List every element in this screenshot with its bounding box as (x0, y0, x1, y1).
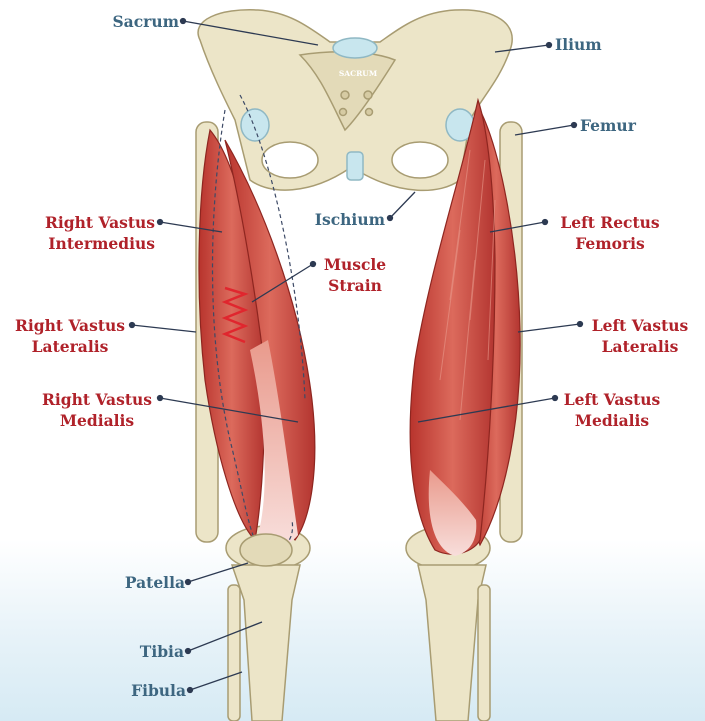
label-right-vastus-intermedius: Right Vastus Intermedius (45, 212, 155, 254)
label-femur: Femur (580, 115, 636, 136)
label-sacrum: Sacrum (112, 11, 179, 32)
label-ilium: Ilium (555, 34, 602, 55)
label-fibula: Fibula (131, 680, 186, 701)
label-ischium: Ischium (315, 209, 385, 230)
label-patella: Patella (125, 572, 185, 593)
sacrum-inner-label: SACRUM (339, 69, 377, 78)
label-left-vastus-medialis: Left Vastus Medialis (558, 389, 666, 431)
label-right-vastus-lateralis: Right Vastus Lateralis (10, 315, 130, 357)
label-left-vastus-lateralis: Left Vastus Lateralis (584, 315, 696, 357)
label-left-rectus-femoris: Left Rectus Femoris (552, 212, 668, 254)
label-right-vastus-medialis: Right Vastus Medialis (36, 389, 158, 431)
label-tibia: Tibia (140, 641, 184, 662)
label-muscle-strain: Muscle Strain (316, 254, 394, 296)
